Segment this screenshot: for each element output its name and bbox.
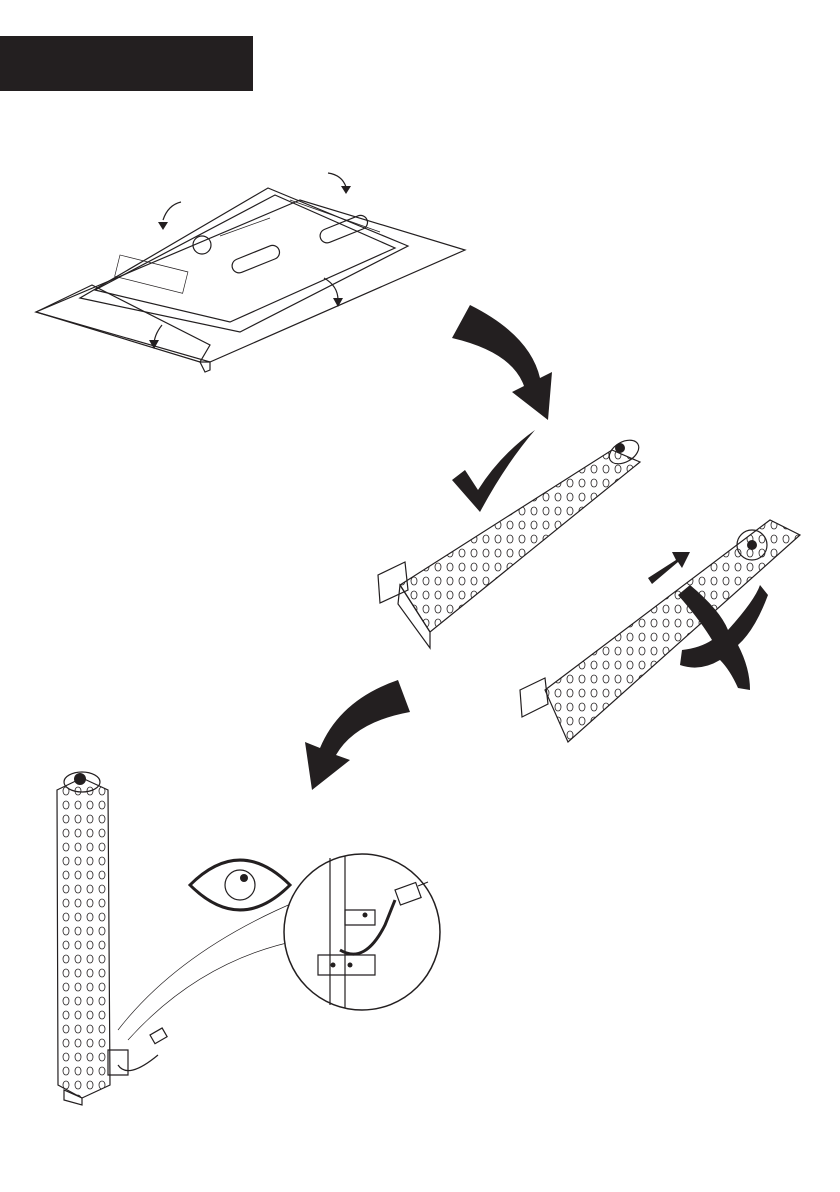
curved-arrow-icon [452, 305, 552, 420]
correct-orientation-speaker [377, 439, 642, 650]
curved-arrow-icon [305, 680, 410, 790]
upright-speaker-illustration [56, 771, 301, 1106]
cable-detail-magnifier [283, 853, 441, 1011]
incorrect-orientation-speaker [519, 519, 802, 743]
cross-icon [678, 585, 768, 690]
checkmark-icon [452, 430, 535, 512]
section-header-box [0, 36, 253, 91]
eye-icon [187, 858, 293, 912]
tv-in-box-illustration [34, 172, 467, 373]
